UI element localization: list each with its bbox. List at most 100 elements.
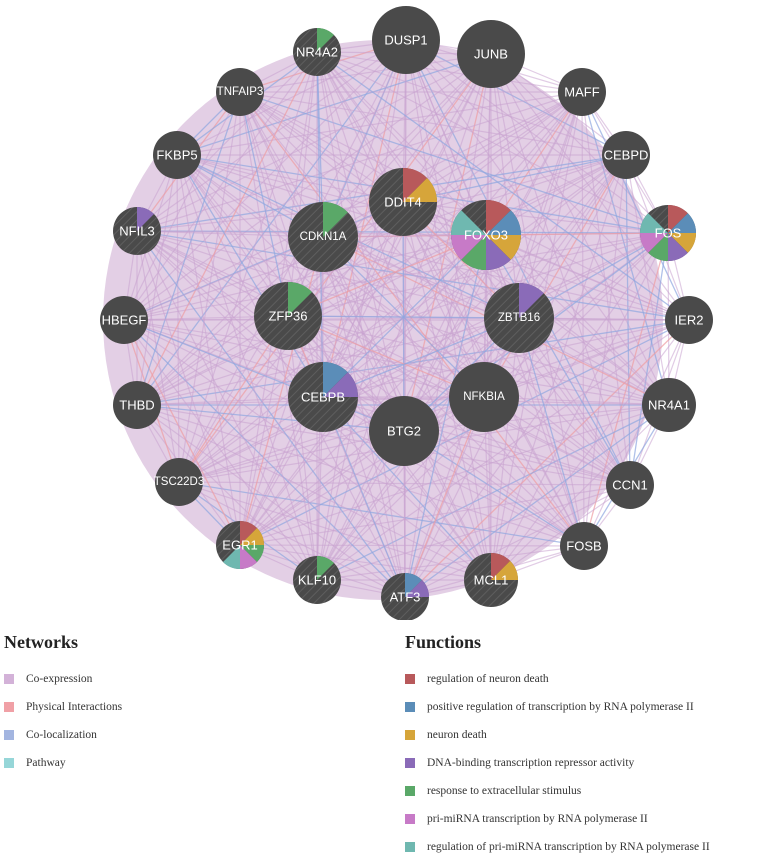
gene-node-ddit4[interactable]: DDIT4 xyxy=(369,168,437,236)
gene-node-maff[interactable]: MAFF xyxy=(558,68,606,116)
function-legend-item: regulation of neuron death xyxy=(405,665,767,693)
gene-node-klf10[interactable]: KLF10 xyxy=(293,556,341,604)
network-edge xyxy=(316,51,585,547)
gene-node-nfil3[interactable]: NFIL3 xyxy=(113,207,161,255)
network-edge xyxy=(583,232,669,547)
gene-node-btg2[interactable]: BTG2 xyxy=(369,396,439,466)
network-edge xyxy=(403,404,670,432)
network-edge xyxy=(287,315,485,398)
function-slice xyxy=(486,200,511,235)
network-edge xyxy=(322,396,631,486)
network-edge xyxy=(136,51,318,232)
function-slice xyxy=(486,235,511,270)
gene-node-label: CCN1 xyxy=(612,478,647,493)
network-edge xyxy=(287,315,520,319)
network-edge xyxy=(287,234,487,317)
network-edge xyxy=(322,317,520,398)
function-slice xyxy=(640,213,668,233)
gene-node-ier2[interactable]: IER2 xyxy=(665,296,713,344)
gene-node-label: ATF3 xyxy=(390,590,421,605)
network-edge xyxy=(176,154,585,547)
gene-node-zbtb16[interactable]: ZBTB16 xyxy=(484,283,554,353)
gene-node-label: BTG2 xyxy=(387,424,421,439)
network-edge xyxy=(403,430,585,547)
gene-node-circle xyxy=(449,362,519,432)
gene-node-foxo3[interactable]: FOXO3 xyxy=(451,200,521,270)
gene-node-nr4a1[interactable]: NR4A1 xyxy=(642,378,696,432)
network-edge xyxy=(322,234,487,398)
function-label: DNA-binding transcription repressor acti… xyxy=(427,757,635,769)
function-slice xyxy=(451,210,486,235)
network-edge xyxy=(136,230,631,486)
networks-heading: Networks xyxy=(4,632,78,652)
function-legend-item: regulation of pri-miRNA transcription by… xyxy=(405,833,767,861)
function-slice xyxy=(519,283,544,318)
network-edge xyxy=(287,51,318,317)
gene-node-cebpd[interactable]: CEBPD xyxy=(602,131,650,179)
network-swatch xyxy=(4,674,14,684)
network-edge xyxy=(316,51,669,234)
function-slice xyxy=(323,202,348,237)
network-edge xyxy=(316,51,406,598)
function-slice xyxy=(668,205,688,233)
network-edge xyxy=(490,53,520,319)
network-edge xyxy=(136,91,241,406)
gene-node-tnfaip3[interactable]: TNFAIP3 xyxy=(216,68,264,116)
function-slice xyxy=(640,233,668,253)
network-edge xyxy=(239,91,690,321)
function-swatch xyxy=(405,758,415,768)
network-swatch xyxy=(4,702,14,712)
gene-node-ccn1[interactable]: CCN1 xyxy=(606,461,654,509)
network-edge xyxy=(136,404,406,598)
function-legend-item: DNA-binding transcription repressor acti… xyxy=(405,749,767,777)
network-edge xyxy=(316,51,487,236)
network-label: Physical Interactions xyxy=(26,701,123,713)
network-edge xyxy=(402,201,485,398)
gene-node-hbegf[interactable]: HBEGF xyxy=(100,296,148,344)
gene-node-tsc22d3[interactable]: TSC22D3 xyxy=(154,458,205,506)
network-edge xyxy=(136,154,627,406)
gene-node-cebpb[interactable]: CEBPB xyxy=(288,362,358,432)
function-legend-item: pri-miRNA transcription by RNA polymeras… xyxy=(405,805,767,833)
function-swatch xyxy=(405,842,415,852)
function-slice xyxy=(486,235,521,260)
gene-node-circle xyxy=(113,381,161,429)
function-slice xyxy=(405,580,429,597)
gene-node-label: THBD xyxy=(119,398,154,413)
gene-node-thbd[interactable]: THBD xyxy=(113,381,161,429)
network-edge xyxy=(178,232,669,483)
gene-node-label: FOSB xyxy=(566,539,601,554)
gene-node-fosb[interactable]: FOSB xyxy=(560,522,608,570)
network-edge xyxy=(404,396,485,598)
gene-node-label: ZFP36 xyxy=(268,309,307,324)
gene-node-fos[interactable]: FOS xyxy=(640,205,696,262)
network-edge xyxy=(123,319,241,546)
network-edge xyxy=(136,230,241,546)
network-legend-item: Physical Interactions xyxy=(4,693,304,721)
gene-node-nr4a2[interactable]: NR4A2 xyxy=(293,28,341,76)
gene-node-junb[interactable]: JUNB xyxy=(457,20,525,88)
gene-node-dusp1[interactable]: DUSP1 xyxy=(372,6,440,74)
network-edge xyxy=(316,51,627,156)
gene-node-egr1[interactable]: EGR1 xyxy=(216,521,264,569)
network-edge xyxy=(176,91,583,156)
gene-node-nfkbia[interactable]: NFKBIA xyxy=(449,362,519,432)
gene-node-label: CEBPD xyxy=(604,148,649,163)
function-slice xyxy=(461,235,486,270)
gene-node-zfp36[interactable]: ZFP36 xyxy=(254,282,322,350)
gene-node-atf3[interactable]: ATF3 xyxy=(381,573,429,620)
network-edge xyxy=(239,315,289,546)
gene-node-cdkn1a[interactable]: CDKN1A xyxy=(288,202,358,272)
network-edge xyxy=(404,484,631,598)
function-slice xyxy=(323,362,348,397)
network-edge xyxy=(178,91,241,483)
gene-node-circle xyxy=(216,68,264,116)
network-edge xyxy=(316,404,670,581)
gene-node-mcl1[interactable]: MCL1 xyxy=(464,553,518,607)
function-slice xyxy=(288,282,313,316)
function-slice xyxy=(668,233,688,262)
gene-node-fkbp5[interactable]: FKBP5 xyxy=(153,131,201,179)
network-edge xyxy=(316,39,407,581)
